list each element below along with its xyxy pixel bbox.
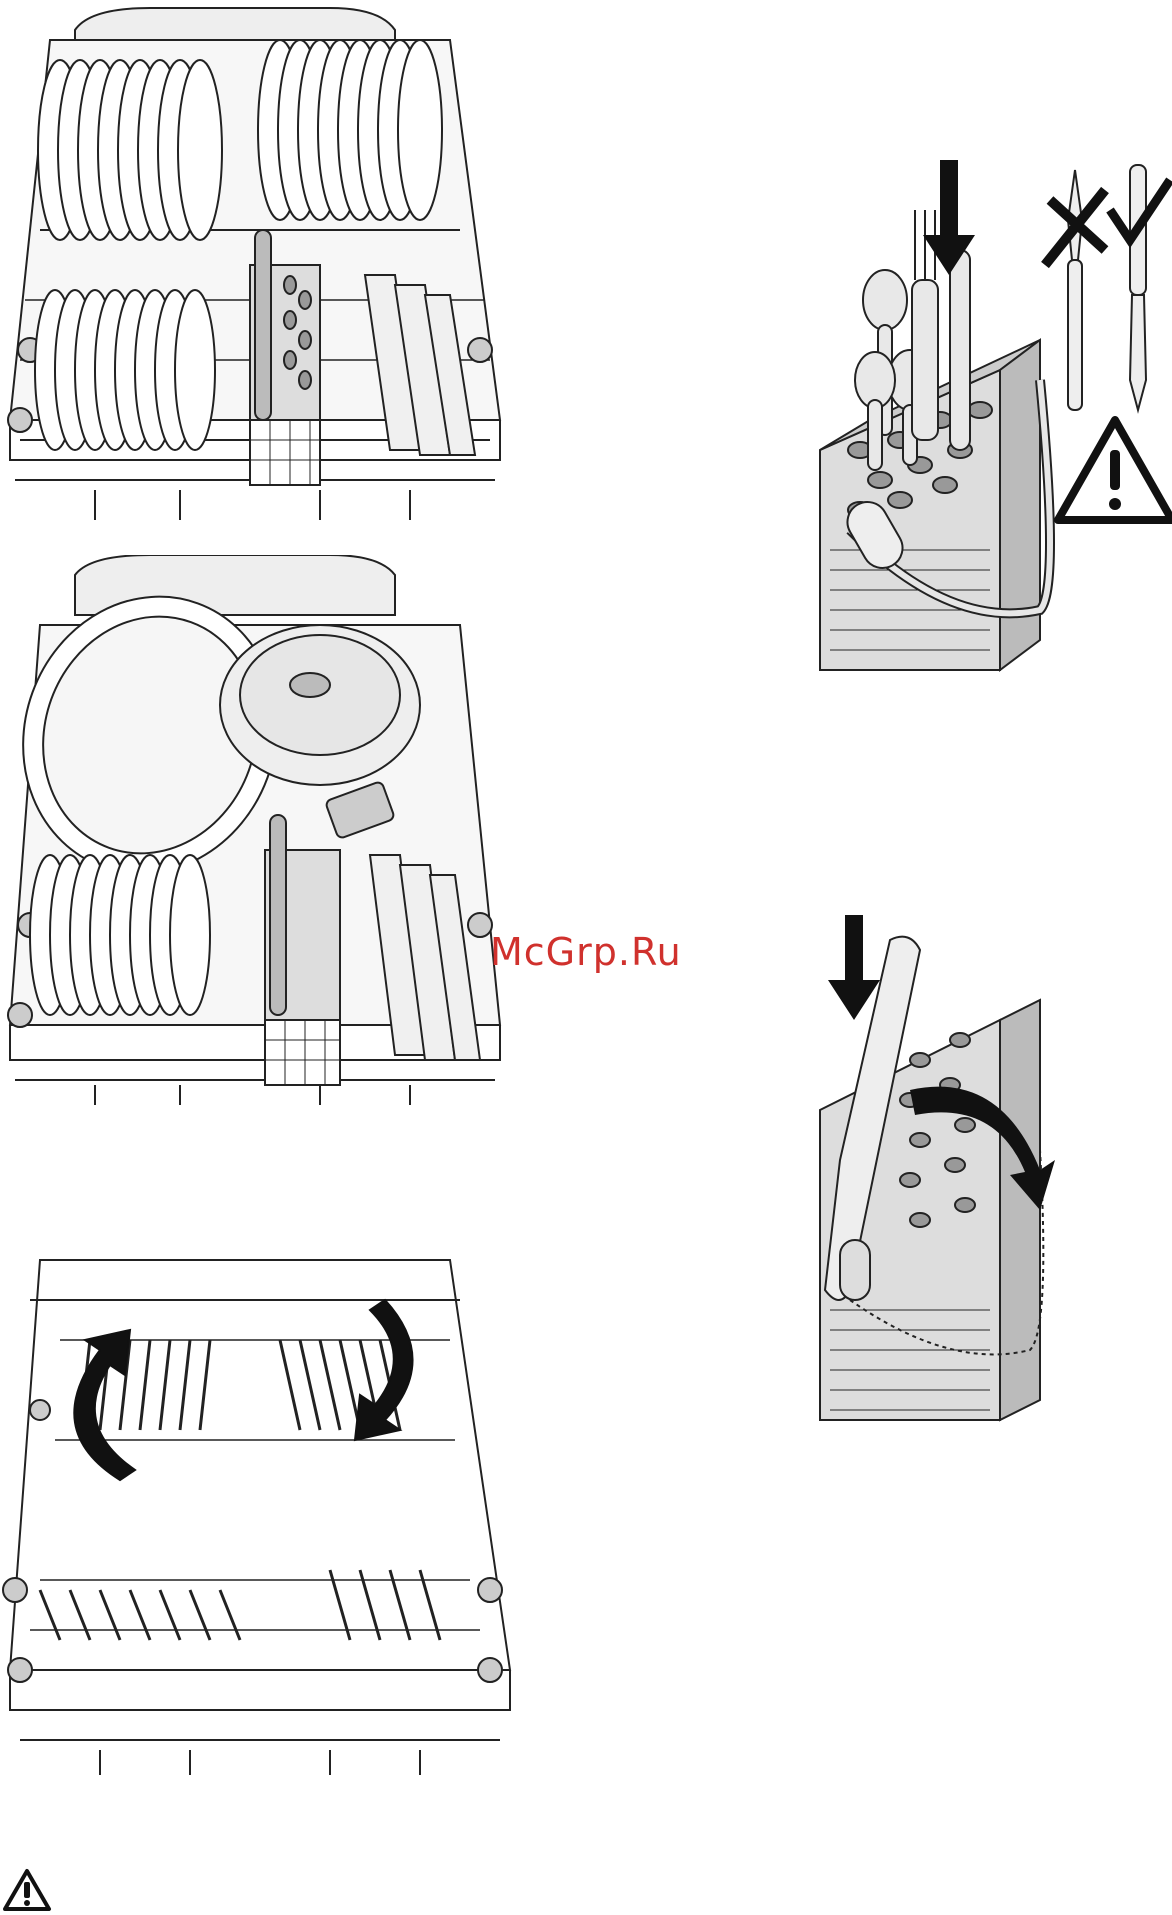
basket-plates-figure [0, 0, 510, 540]
basket-pots-illustration [0, 555, 510, 1115]
cutlery-basket-insert-illustration [800, 150, 1172, 700]
warning-triangle-icon [2, 1868, 52, 1912]
watermark: McGrp.Ru [490, 930, 682, 974]
fold-arrow-left-icon [74, 1330, 135, 1480]
basket-plates-illustration [0, 0, 510, 540]
fold-arrow-right-icon [355, 1300, 413, 1440]
down-arrow-icon [828, 915, 880, 1020]
cutlery-basket-insert-figure [800, 150, 1172, 700]
footer-warning [2, 1868, 52, 1912]
knife-wrong-icon [1045, 170, 1105, 410]
basket-pots-figure [0, 555, 510, 1115]
basket-folding-racks-illustration [0, 1230, 530, 1790]
warning-triangle-icon [1058, 420, 1172, 520]
knife-correct-icon [1110, 165, 1170, 410]
plate-stack-icon [38, 60, 222, 240]
cutlery-basket-fold-handle-figure [800, 910, 1100, 1450]
cutlery-basket-fold-handle-illustration [800, 910, 1100, 1450]
cutlery-basket-icon [250, 230, 320, 485]
basket-folding-racks-figure [0, 1230, 530, 1790]
